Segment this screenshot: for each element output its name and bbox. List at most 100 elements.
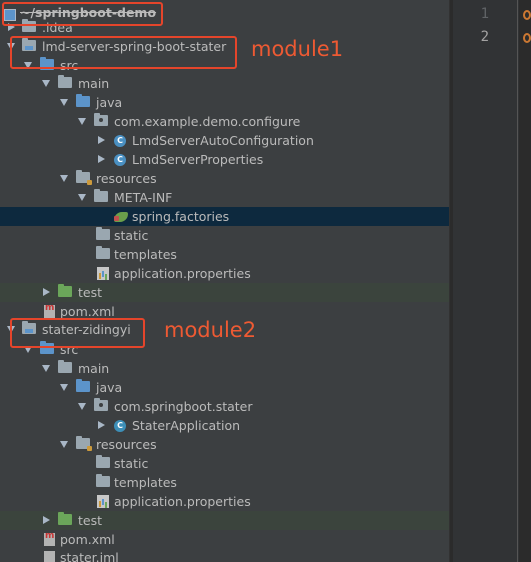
folder-icon [22, 19, 36, 32]
module-folder-icon [22, 38, 36, 51]
expand-arrow-icon[interactable] [43, 516, 50, 524]
folder-icon [96, 455, 110, 468]
folder-icon [94, 189, 108, 202]
maven-file-icon [44, 531, 55, 546]
tree-row-main[interactable]: main [0, 359, 449, 378]
tree-row-class[interactable]: C LmdServerAutoConfiguration [0, 131, 449, 150]
tree-row-application-properties[interactable]: application.properties [0, 492, 449, 511]
spring-file-icon [114, 212, 128, 222]
tree-label: stater-zidingyi [42, 322, 131, 337]
tree-label: META-INF [114, 190, 173, 205]
tree-row-resources[interactable]: resources [0, 435, 449, 454]
code-area[interactable] [519, 0, 531, 562]
tree-row-application-class[interactable]: C StaterApplication [0, 416, 449, 435]
collapse-arrow-icon[interactable] [42, 80, 50, 87]
folder-icon [58, 75, 72, 88]
package-icon [94, 398, 108, 411]
collapse-arrow-icon[interactable] [24, 62, 32, 69]
tree-row-main[interactable]: main [0, 74, 449, 93]
tree-label: resources [96, 437, 157, 452]
module-folder-icon [22, 321, 36, 334]
tree-row-test[interactable]: test [0, 283, 449, 302]
class-icon: C [114, 135, 126, 147]
collapse-arrow-icon[interactable] [60, 99, 68, 106]
tree-row-meta-inf[interactable]: META-INF [0, 188, 449, 207]
tree-label: spring.factories [132, 209, 230, 224]
collapse-arrow-icon[interactable] [78, 194, 86, 201]
tree-label: com.springboot.stater [114, 399, 253, 414]
tree-label: application.properties [114, 494, 251, 509]
resources-folder-icon [76, 170, 92, 185]
tree-label: .idea [42, 20, 73, 35]
properties-file-icon [97, 267, 109, 280]
tree-label: static [114, 228, 149, 243]
iml-file-icon [44, 551, 55, 562]
folder-icon [58, 360, 72, 373]
tree-row-java[interactable]: java [0, 378, 449, 397]
tree-label: test [78, 513, 103, 528]
collapse-arrow-icon[interactable] [60, 441, 68, 448]
expand-arrow-icon[interactable] [98, 421, 105, 429]
panel-divider[interactable] [449, 0, 454, 562]
folder-icon [96, 227, 110, 240]
tree-label: src [60, 342, 79, 357]
source-folder-icon [40, 57, 54, 70]
tree-row-project-root[interactable]: ~/springboot-demo [0, 4, 449, 23]
tree-row-iml[interactable]: stater.iml [0, 548, 449, 562]
tree-row-java[interactable]: java [0, 93, 449, 112]
project-icon [4, 9, 16, 21]
source-folder-icon [40, 341, 54, 354]
code-glyph-icon [523, 10, 531, 20]
tree-row-class[interactable]: C LmdServerProperties [0, 150, 449, 169]
tree-label: main [78, 361, 110, 376]
tree-row-templates[interactable]: templates [0, 473, 449, 492]
resources-folder-icon [76, 436, 92, 451]
folder-icon [96, 474, 110, 487]
tree-row-resources[interactable]: resources [0, 169, 449, 188]
tree-label: static [114, 456, 149, 471]
line-number: 2 [480, 29, 489, 45]
collapse-arrow-icon[interactable] [60, 384, 68, 391]
class-icon: C [114, 154, 126, 166]
expand-arrow-icon[interactable] [8, 23, 15, 31]
project-root-label: ~/springboot-demo [20, 5, 157, 20]
collapse-arrow-icon[interactable] [60, 175, 68, 182]
line-number-gutter: 1 2 [453, 0, 518, 562]
tree-row-src[interactable]: src [0, 340, 449, 359]
collapse-arrow-icon[interactable] [42, 365, 50, 372]
tree-row-package[interactable]: com.example.demo.configure [0, 112, 449, 131]
module1-annotation: module1 [251, 37, 344, 61]
tree-label: StaterApplication [132, 418, 241, 433]
tree-row-static[interactable]: static [0, 454, 449, 473]
tree-label: java [96, 95, 123, 110]
tree-row-templates[interactable]: templates [0, 245, 449, 264]
collapse-arrow-icon[interactable] [24, 346, 32, 353]
tree-label: com.example.demo.configure [114, 114, 301, 129]
tree-row-spring-factories[interactable]: spring.factories [0, 207, 449, 226]
tree-label: application.properties [114, 266, 251, 281]
package-icon [94, 113, 108, 126]
tree-row-application-properties[interactable]: application.properties [0, 264, 449, 283]
expand-arrow-icon[interactable] [98, 136, 105, 144]
properties-file-icon [97, 495, 109, 508]
expand-arrow-icon[interactable] [98, 155, 105, 163]
tree-row-test[interactable]: test [0, 511, 449, 530]
tree-label: lmd-server-spring-boot-stater [42, 39, 227, 54]
editor-area: 1 2 [453, 0, 531, 562]
module2-callout [10, 318, 145, 348]
tree-row-pom[interactable]: pom.xml [0, 302, 449, 321]
tree-row-idea[interactable]: .idea [0, 18, 449, 37]
project-root-callout [2, 2, 163, 26]
spring-boot-class-icon: C [114, 420, 126, 432]
tree-label: stater.iml [60, 550, 119, 562]
tree-label: LmdServerProperties [132, 152, 264, 167]
tree-row-package[interactable]: com.springboot.stater [0, 397, 449, 416]
expand-arrow-icon[interactable] [43, 288, 50, 296]
tree-row-static[interactable]: static [0, 226, 449, 245]
tree-row-pom[interactable]: pom.xml [0, 530, 449, 549]
collapse-arrow-icon[interactable] [78, 118, 86, 125]
module2-annotation: module2 [164, 318, 257, 342]
collapse-arrow-icon[interactable] [78, 403, 86, 410]
tree-row-src[interactable]: src [0, 56, 449, 75]
source-folder-icon [76, 94, 90, 107]
